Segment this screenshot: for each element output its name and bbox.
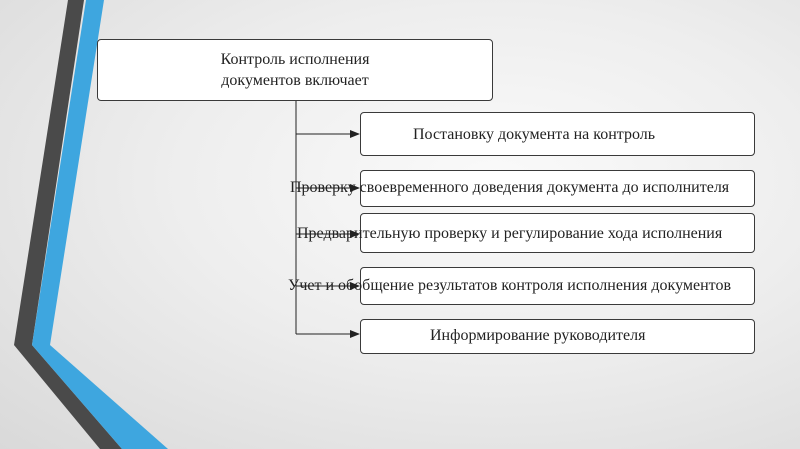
main-concept-box: Контроль исполнения документов включает bbox=[97, 39, 493, 101]
item-box-1 bbox=[360, 112, 755, 156]
blue-stripe-lower bbox=[32, 345, 168, 449]
gray-stripe-upper bbox=[14, 0, 84, 345]
main-concept-text: Контроль исполнения документов включает bbox=[220, 51, 370, 89]
item-box-4 bbox=[360, 267, 755, 305]
blue-stripe-upper bbox=[32, 0, 104, 345]
gray-stripe-lower bbox=[14, 345, 122, 449]
item-box-3 bbox=[360, 213, 755, 253]
item-text-1: Постановку документа на контроль bbox=[413, 126, 656, 143]
item-text-4: Учет и обобщение результатов контроля ис… bbox=[288, 277, 732, 294]
item-box-2 bbox=[360, 170, 755, 207]
item-text-3: Предварительную проверку и регулирование… bbox=[297, 225, 723, 242]
item-box-5 bbox=[360, 319, 755, 354]
item-text-5: Информирование руководителя bbox=[430, 327, 646, 344]
item-text-2: Проверку своевременного доведения докуме… bbox=[290, 179, 730, 196]
